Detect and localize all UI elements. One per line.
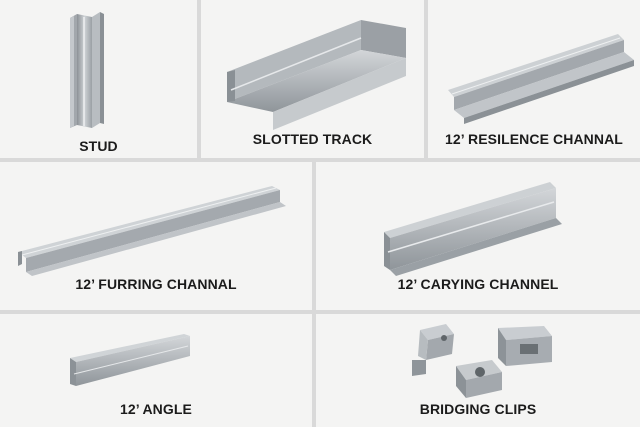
tile-furring-channel: 12’ FURRING CHANNAL bbox=[0, 162, 312, 310]
slotted-track-image bbox=[227, 20, 406, 130]
tile-angle: 12’ ANGLE bbox=[0, 314, 312, 427]
item-label-slotted-track: SLOTTED TRACK bbox=[252, 131, 373, 147]
bridging-clips-image bbox=[412, 324, 552, 398]
tile-carrying-channel: 12’ CARYING CHANNEL bbox=[316, 162, 640, 310]
item-label-carrying-channel: 12’ CARYING CHANNEL bbox=[397, 276, 559, 292]
angle-image bbox=[70, 334, 190, 386]
item-label-angle: 12’ ANGLE bbox=[120, 401, 192, 417]
item-label-furring-channel: 12’ FURRING CHANNAL bbox=[75, 276, 237, 292]
tile-slotted-track: SLOTTED TRACK bbox=[201, 0, 424, 158]
tile-stud: STUD bbox=[0, 0, 197, 158]
tile-bridging-clips: BRIDGING CLIPS bbox=[316, 314, 640, 427]
item-label-bridging-clips: BRIDGING CLIPS bbox=[419, 401, 537, 417]
carrying-channel-image bbox=[384, 182, 562, 276]
item-label-resilience-channel: 12’ RESILENCE CHANNAL bbox=[445, 131, 623, 147]
stud-image bbox=[70, 12, 104, 128]
item-label-stud: STUD bbox=[79, 138, 118, 154]
furring-channel-image bbox=[18, 186, 286, 276]
resilience-channel-image bbox=[448, 34, 634, 124]
tile-resilience-channel: 12’ RESILENCE CHANNAL bbox=[428, 0, 640, 158]
